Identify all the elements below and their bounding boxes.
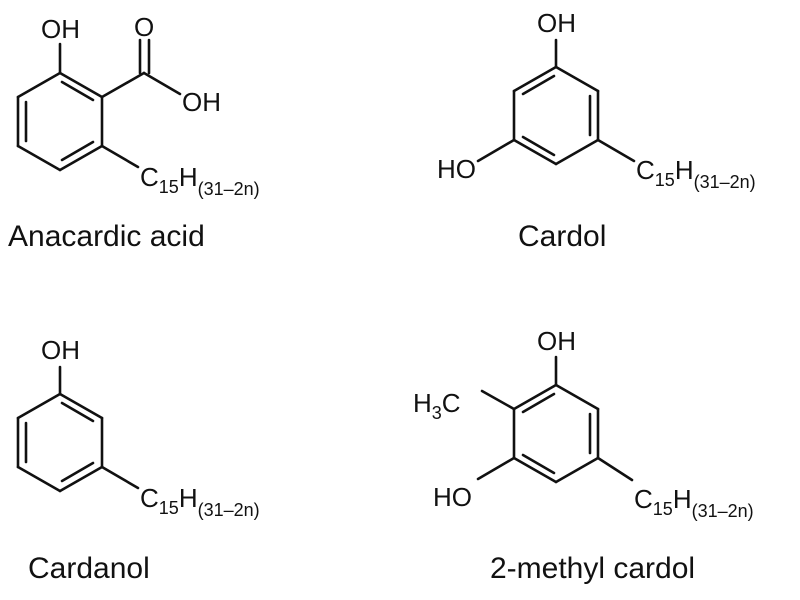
chain-bond [596, 138, 636, 163]
benzene-ring [512, 65, 600, 166]
compound-name: Anacardic acid [8, 220, 205, 253]
acid-hydroxyl-bond [142, 71, 182, 96]
alkyl-chain-label: C15H(31–2n) [634, 484, 754, 521]
alkyl-chain-label: C15H(31–2n) [140, 162, 260, 199]
carbonyl-oxygen-label: O [134, 12, 154, 42]
carboxyl-bond [100, 71, 146, 99]
hydroxyl-top-label: OH [537, 8, 576, 38]
methyl-label: H3C [413, 388, 461, 423]
compound-name: Cardol [518, 220, 606, 253]
hydroxyl-left-label: HO [437, 154, 476, 184]
hydroxyl-left-bond [476, 138, 516, 163]
structure-cardol: OH HO C15H(31–2n) Cardol [437, 8, 756, 253]
chain-bond [100, 144, 140, 169]
benzene-ring [512, 383, 600, 484]
structure-2-methyl-cardol: OH H3C HO C15H(31–2n) 2-methyl cardol [413, 326, 754, 585]
alkyl-chain-label: C15H(31–2n) [140, 483, 260, 520]
hydroxyl-label: OH [41, 335, 80, 365]
chain-bond [596, 456, 634, 482]
acid-hydroxyl-label: OH [182, 87, 221, 117]
methyl-bond [480, 389, 516, 411]
alkyl-chain-label: C15H(31–2n) [636, 155, 756, 192]
hydroxyl-left-bond [476, 456, 516, 481]
compound-name: Cardanol [28, 552, 150, 585]
hydroxyl-top-label: OH [537, 326, 576, 356]
structure-anacardic-acid: OH O OH C15H(31–2n) Anacardic acid [8, 12, 260, 253]
benzene-ring [16, 392, 104, 493]
structure-cardanol: OH C15H(31–2n) Cardanol [16, 335, 260, 585]
hydroxyl-label: OH [41, 14, 80, 44]
hydroxyl-left-label: HO [433, 482, 472, 512]
compound-name: 2-methyl cardol [490, 552, 695, 585]
chain-bond [100, 465, 140, 490]
benzene-ring [16, 71, 104, 172]
